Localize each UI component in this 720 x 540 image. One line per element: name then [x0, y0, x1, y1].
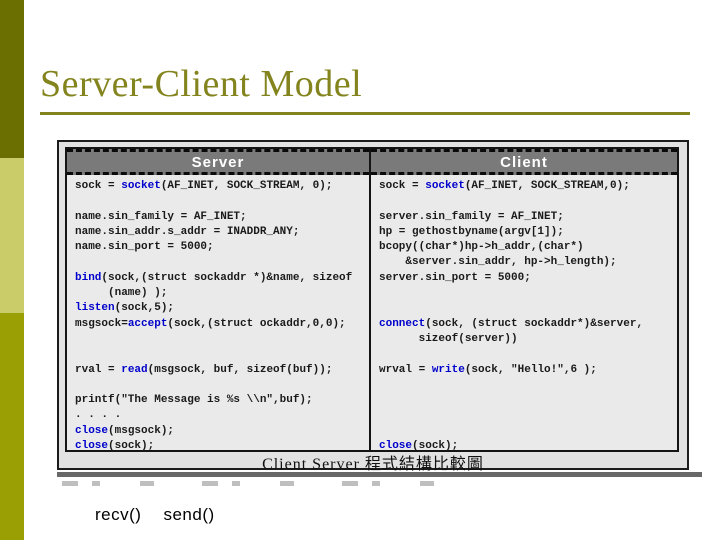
code-line: connect(sock, (struct sockaddr*)&server,: [379, 317, 644, 330]
code-line: &server.sin_addr, hp->h_length);: [379, 256, 617, 269]
function-labels: recv() send(): [95, 505, 215, 525]
code-line: hp = gethostbyname(argv[1]);: [379, 225, 564, 238]
client-panel: Client sock = socket(AF_INET, SOCK_STREA…: [371, 149, 677, 450]
code-line: printf("The Message is %s \\n",buf);: [75, 394, 313, 407]
page-title: Server-Client Model: [40, 63, 363, 105]
code-line: msgsock=accept(sock,(struct ockaddr,0,0)…: [75, 317, 346, 330]
code-line: sock = socket(AF_INET, SOCK_STREAM,0);: [379, 180, 630, 192]
code-line: sock = socket(AF_INET, SOCK_STREAM, 0);: [75, 180, 333, 192]
code-line: [379, 408, 671, 423]
code-line: close(sock);: [379, 440, 459, 450]
code-line: bind(sock,(struct sockaddr *)&name, size…: [75, 271, 353, 284]
code-line: [75, 332, 363, 347]
title-underline: [40, 112, 690, 115]
code-line: . . . .: [75, 409, 122, 422]
code-line: [379, 301, 671, 316]
sidebar-segment-light: [0, 158, 24, 313]
code-line: [75, 347, 363, 362]
code-line: wrval = write(sock, "Hello!",6 );: [379, 363, 597, 376]
client-code: sock = socket(AF_INET, SOCK_STREAM,0); s…: [371, 175, 677, 450]
code-line: name.sin_addr.s_addr = INADDR_ANY;: [75, 225, 300, 238]
code-line: close(sock);: [75, 440, 155, 450]
code-line: sizeof(server)): [379, 332, 518, 345]
code-line: [379, 378, 671, 393]
server-panel: Server sock = socket(AF_INET, SOCK_STREA…: [67, 149, 371, 450]
code-line: close(msgsock);: [75, 424, 175, 437]
sidebar-accent-bar: [0, 0, 24, 540]
code-line: [379, 286, 671, 301]
code-comparison-image: Server sock = socket(AF_INET, SOCK_STREA…: [57, 140, 689, 473]
code-line: [379, 347, 671, 362]
code-line: [75, 194, 363, 209]
sidebar-segment-medium: [0, 313, 24, 540]
code-line: server.sin_port = 5000;: [379, 271, 531, 284]
recv-label: recv(): [95, 505, 142, 524]
code-line: name.sin_family = AF_INET;: [75, 210, 247, 223]
code-line: [379, 194, 671, 209]
server-code: sock = socket(AF_INET, SOCK_STREAM, 0); …: [67, 175, 369, 450]
code-line: server.sin_family = AF_INET;: [379, 210, 564, 223]
code-line: rval = read(msgsock, buf, sizeof(buf));: [75, 363, 333, 376]
code-line: [75, 378, 363, 393]
client-panel-header: Client: [371, 149, 677, 175]
send-label: send(): [163, 505, 215, 524]
code-line: [75, 255, 363, 270]
diagram-caption: Client Server 程式結構比較圖: [262, 456, 484, 473]
code-line: [379, 424, 671, 439]
code-line: name.sin_port = 5000;: [75, 241, 214, 254]
code-line: (name) );: [75, 287, 168, 300]
code-line: [379, 393, 671, 408]
comparison-table: Server sock = socket(AF_INET, SOCK_STREA…: [65, 147, 679, 452]
sidebar-segment-dark: [0, 0, 24, 158]
server-panel-header: Server: [67, 149, 369, 175]
code-line: listen(sock,5);: [75, 302, 175, 315]
cropped-next-image-edge: [57, 472, 702, 477]
code-line: bcopy((char*)hp->h_addr,(char*): [379, 241, 584, 254]
cropped-text-fragments: [62, 481, 452, 486]
